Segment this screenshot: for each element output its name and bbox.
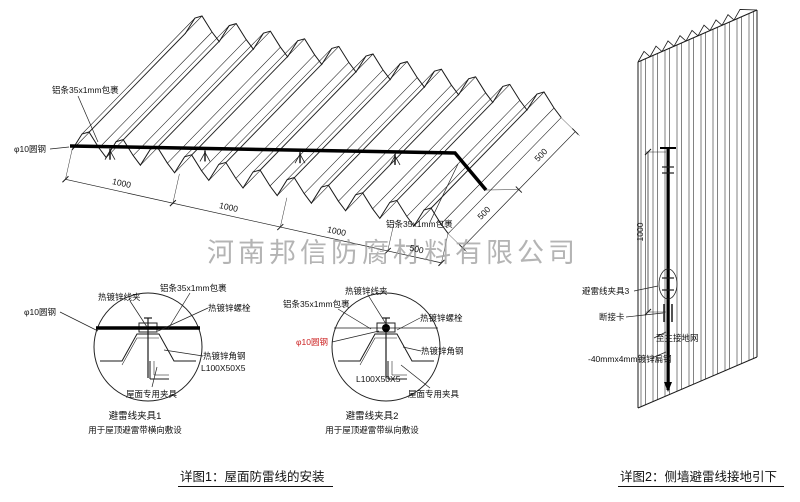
dim-1000-c: 1000 [326,224,347,238]
dim-1000-a: 1000 [111,176,132,190]
d1-label-fixture: 屋面专用夹具 [126,389,178,399]
d1-title: 避雷线夹具1 [109,410,162,422]
wall-label-flat-steel: -40mmx4mm镀锌扁钢 [588,354,672,364]
caption-figure-2: 详图2：侧墙避雷线接地引下 [620,469,777,484]
d2-label-fixture: 屋面专用夹具 [408,389,460,399]
label-aluminum-strip-top: 铝条35x1mm包裹 [52,85,119,95]
d1-label-angle-spec: L100X50X5 [201,363,246,373]
dim-1000-b: 1000 [218,200,239,214]
label-round-steel-roof: φ10圆钢 [14,144,46,154]
d1-label-clamp: 热镀锌线夹 [98,292,141,302]
wall-elevation-view [637,9,758,409]
d2-label-rod: φ10圆钢 [296,337,328,347]
detail-circle-1 [93,292,203,402]
dim-500-d: 500 [409,243,425,256]
d2-title: 避雷线夹具2 [346,410,399,422]
d1-subtitle: 用于屋顶避雷带横向敷设 [88,425,182,435]
d2-label-strip: 铝条35x1mm包裹 [283,299,350,309]
wall-label-disconnect: 断接卡 [599,312,625,322]
wall-label-clamp3: 避雷线夹具3 [582,286,630,296]
wall-dim-1000: 1000 [635,222,645,241]
detail-circle-2 [331,292,441,402]
label-aluminum-strip-right: 铝条35x1mm包裹 [386,219,453,229]
d2-label-angle-spec: L100X50X5 [356,374,401,384]
d2-label-clamp: 热镀锌线夹 [345,286,388,296]
leader-lines [49,95,784,487]
company-watermark: 河南邦信防腐材料有限公司 [207,238,579,268]
d1-label-rod: φ10圆钢 [24,307,56,317]
d1-label-bolt: 热镀锌螺栓 [208,303,251,313]
d1-label-angle: 热镀锌角钢 [203,351,246,361]
d1-label-strip: 铝条35x1mm包裹 [160,283,227,293]
wall-label-to-ground: 至主接地网 [656,333,699,343]
d2-label-bolt: 热镀锌螺栓 [420,313,463,323]
d2-subtitle: 用于屋顶避雷带纵向敷设 [325,425,419,435]
caption-figure-1: 详图1：屋面防雷线的安装 [180,469,324,484]
d2-label-angle: 热镀锌角钢 [421,346,464,356]
roof-isometric-view [62,15,580,267]
